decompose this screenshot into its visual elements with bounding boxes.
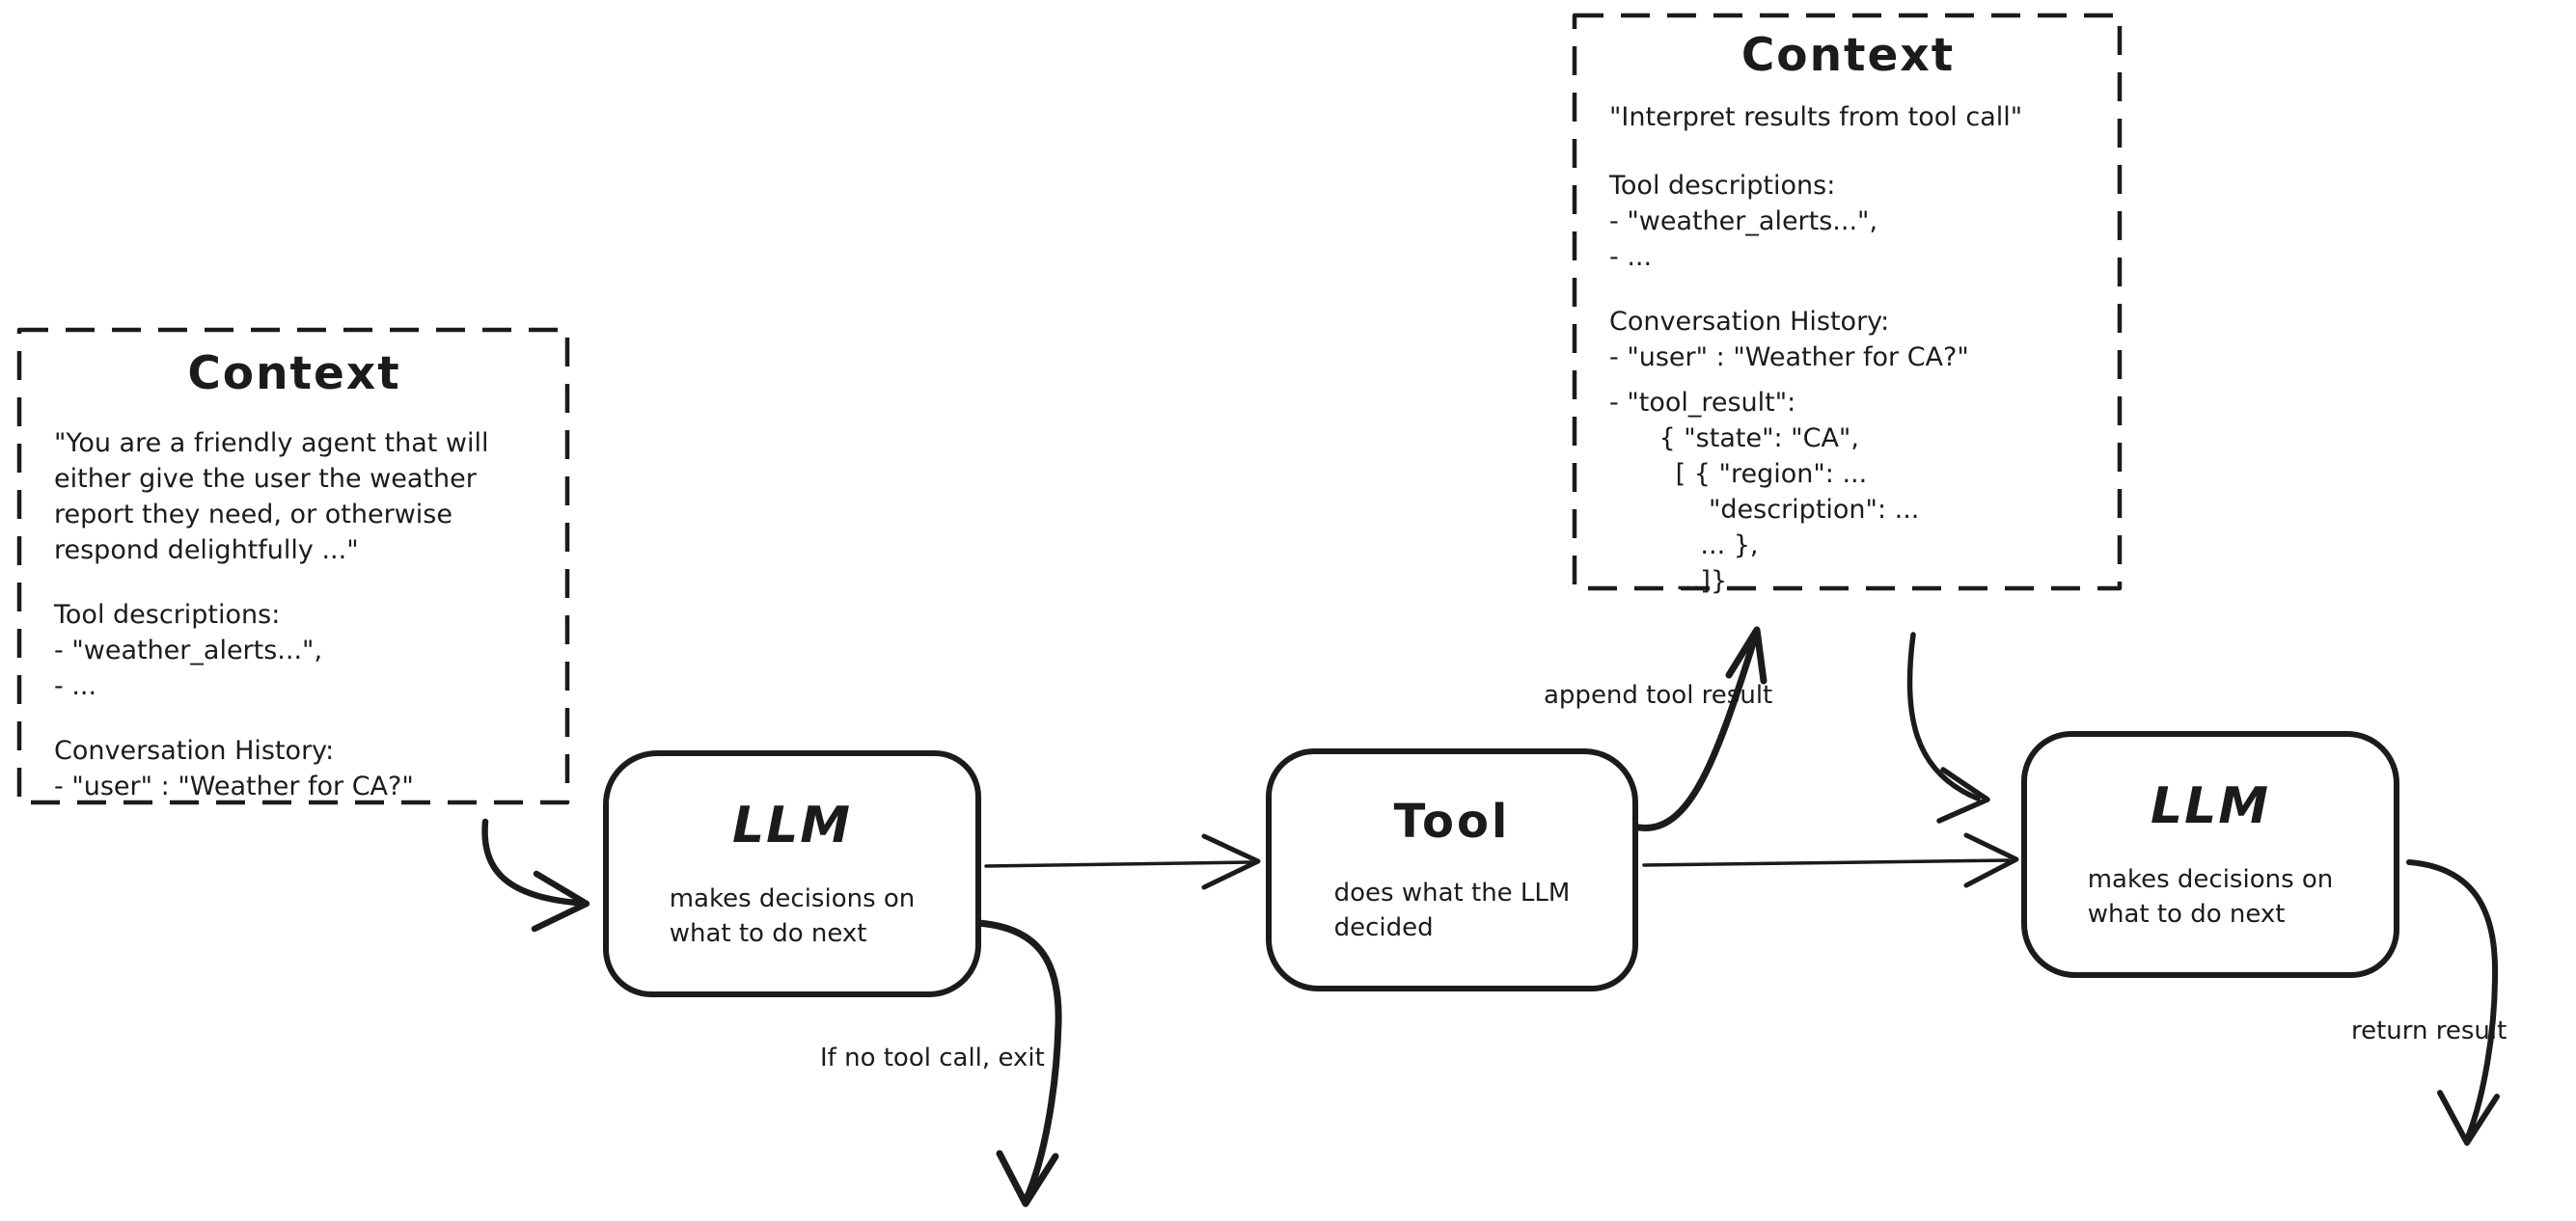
context-right-border xyxy=(1572,13,2123,591)
node-tool-title: Tool xyxy=(1393,795,1511,849)
arrow-context-left-to-llm1 xyxy=(481,818,590,933)
label-return-result: return result xyxy=(2351,1017,2507,1045)
node-llm-1-subtitle: makes decisions on what to do next xyxy=(669,884,916,948)
context-left-system-prompt: "You are a friendly agent that will eith… xyxy=(54,428,489,565)
arrow-llm1-exit xyxy=(974,919,1062,1207)
node-llm-1-title: LLM xyxy=(731,797,852,855)
node-llm-2: LLM makes decisions on what to do next xyxy=(2021,731,2399,978)
context-left-title: Context xyxy=(187,347,401,400)
context-left-tool-descriptions: Tool descriptions: - "weather_alerts..."… xyxy=(54,600,323,701)
node-llm-2-title: LLM xyxy=(2150,777,2270,835)
label-if-no-tool-call-exit: If no tool call, exit xyxy=(820,1044,1045,1072)
context-box-left: Context "You are a friendly agent that w… xyxy=(19,330,567,802)
arrow-context-right-to-llm2 xyxy=(1906,632,1990,824)
node-tool-subtitle: does what the LLM decided xyxy=(1333,879,1571,942)
node-llm-1: LLM makes decisions on what to do next xyxy=(603,750,981,997)
node-tool: Tool does what the LLM decided xyxy=(1266,748,1638,991)
arrow-llm2-return xyxy=(2406,859,2500,1146)
context-right-system-prompt: "Interpret results from tool call" xyxy=(1609,102,2023,132)
context-right-title: Context xyxy=(1740,29,1956,82)
context-right-tool-result: - "tool_result": { "state": "CA", [ { "r… xyxy=(1609,388,1920,596)
context-box-right: Context "Interpret results from tool cal… xyxy=(1575,15,2120,596)
node-llm-2-subtitle: makes decisions on what to do next xyxy=(2087,865,2334,929)
context-right-tool-descriptions: Tool descriptions: - "weather_alerts..."… xyxy=(1609,171,1878,272)
arrow-tool-to-llm2 xyxy=(1642,832,2019,888)
arrow-llm1-to-tool xyxy=(984,833,1261,890)
context-right-conversation-history: Conversation History: - "user" : "Weathe… xyxy=(1609,307,1969,372)
arrow-tool-to-context-right xyxy=(1630,626,1768,831)
context-left-conversation-history: Conversation History: - "user" : "Weathe… xyxy=(54,736,414,801)
label-append-tool-result: append tool result xyxy=(1544,681,1773,710)
